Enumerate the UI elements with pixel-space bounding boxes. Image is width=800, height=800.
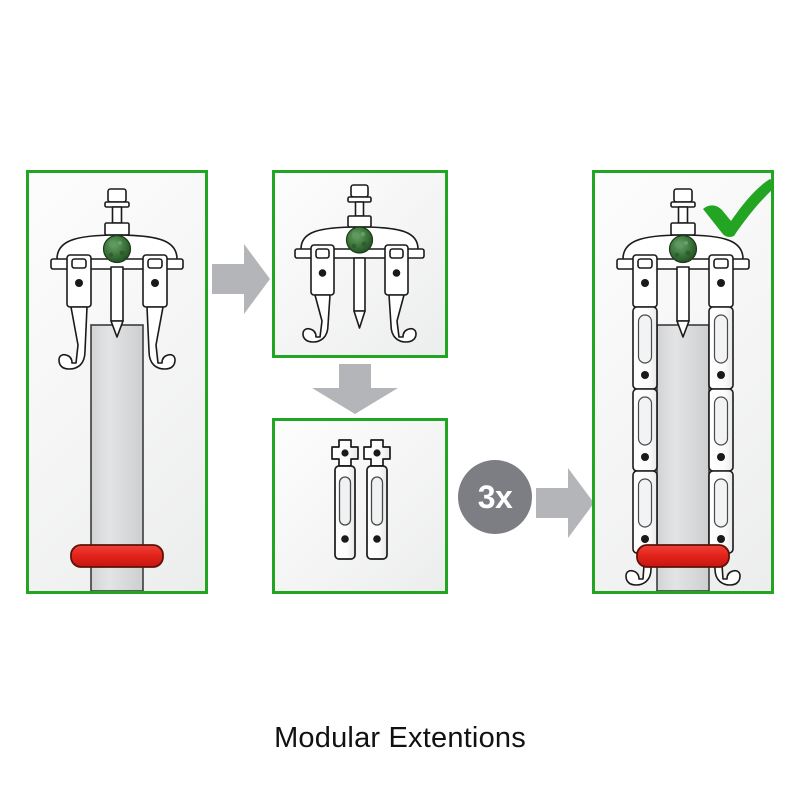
extension-segment bbox=[708, 470, 734, 554]
multiplier-badge-3x: 3x bbox=[458, 460, 532, 534]
arrow-right-to-assembled bbox=[534, 462, 596, 544]
left-jaw bbox=[302, 244, 335, 343]
extension-segment bbox=[632, 470, 658, 554]
right-jaw bbox=[142, 254, 176, 370]
extension-segment bbox=[708, 306, 734, 390]
red-bearing-band bbox=[636, 544, 730, 568]
spindle-rod bbox=[110, 266, 124, 338]
spindle-rod bbox=[353, 257, 366, 329]
left-jaw bbox=[58, 254, 92, 370]
spindle-screw bbox=[670, 188, 696, 236]
spindle-screw bbox=[104, 188, 130, 236]
page-title: Modular Extentions bbox=[274, 722, 526, 754]
extension-segment bbox=[708, 388, 734, 472]
extension-bar-right bbox=[363, 439, 391, 560]
arrow-down-to-extensions bbox=[308, 362, 402, 416]
extension-segment bbox=[632, 388, 658, 472]
red-bearing-band bbox=[70, 544, 164, 568]
panel-base-puller bbox=[272, 170, 448, 358]
multiplier-label: 3x bbox=[477, 479, 513, 515]
green-adjust-knob bbox=[102, 234, 132, 264]
spindle-screw bbox=[347, 184, 372, 228]
green-adjust-knob bbox=[345, 226, 374, 254]
panel-extension-bars bbox=[272, 418, 448, 594]
right-jaw-extended bbox=[708, 254, 741, 586]
arrow-right-to-base-puller bbox=[210, 238, 272, 320]
green-adjust-knob bbox=[668, 234, 698, 264]
check-mark-icon bbox=[700, 176, 778, 240]
right-jaw bbox=[384, 244, 417, 343]
panel-assembled-solution bbox=[592, 170, 774, 594]
extension-segment bbox=[632, 306, 658, 390]
panel-original-setup bbox=[26, 170, 208, 594]
spindle-rod bbox=[676, 266, 690, 338]
extension-bar-left bbox=[331, 439, 359, 560]
left-jaw-extended bbox=[625, 254, 658, 586]
